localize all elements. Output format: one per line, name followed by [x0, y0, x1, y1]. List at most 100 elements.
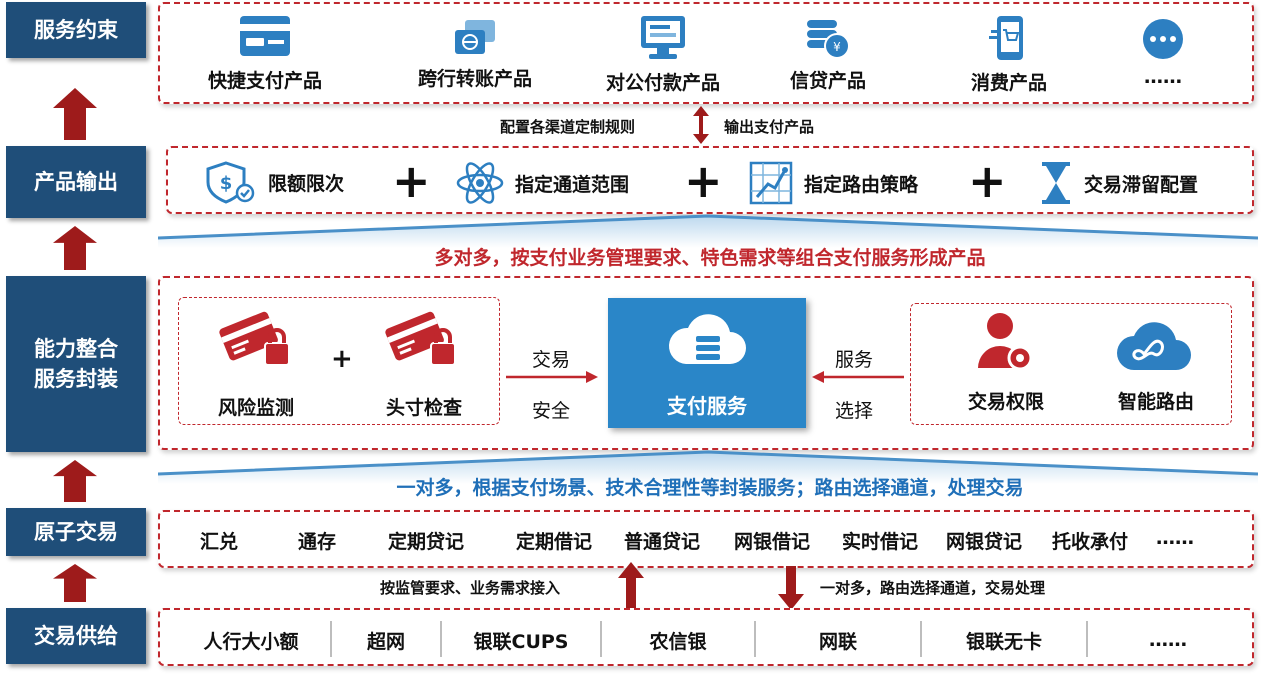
route-map-icon: [749, 161, 793, 205]
atomic-item: 网银借记: [734, 531, 811, 553]
config-label: 指定路由策略: [804, 173, 919, 196]
user-gear-icon: [978, 313, 1033, 371]
atomic-item: 通存: [298, 531, 337, 553]
plus-sign: +: [684, 154, 723, 208]
left-arrow: [812, 371, 904, 383]
config-routing-strategy: 指定路由策略: [748, 160, 918, 206]
product-label: 对公付款产品: [605, 72, 720, 94]
atomic-item: 定期贷记: [388, 531, 465, 553]
atom-network-icon: [456, 162, 504, 204]
product-interbank-transfer: 跨行转账产品: [400, 18, 550, 91]
product-label: 快捷支付产品: [207, 70, 322, 92]
product-more: ……: [1088, 18, 1238, 88]
shield-money-icon: $: [206, 161, 255, 204]
card-lock-icon: [385, 311, 456, 366]
config-rules-text: 配置各渠道定制规则: [500, 118, 636, 136]
channel-item: 网联: [818, 630, 857, 653]
cloud-server-icon: [668, 314, 746, 364]
config-retention: 交易滞留配置: [1038, 160, 1198, 206]
channel-item: 人行大小额: [203, 630, 299, 653]
layer-label-capability-line2: 服务封装: [34, 367, 118, 391]
layer-label-service-constraint: 服务约束: [6, 2, 146, 58]
credit-card-icon: [240, 16, 290, 56]
channel-item: ……: [1149, 629, 1187, 651]
layer-label-atomic-transaction: 原子交易: [6, 508, 146, 556]
config-channel-scope: 指定通道范围: [455, 160, 629, 206]
atomic-item: 托收承付: [1052, 531, 1129, 553]
atomic-item: 实时借记: [842, 531, 919, 553]
up-arrow-1: [53, 88, 97, 140]
svg-text:¥: ¥: [833, 40, 841, 54]
risk-monitor-label: 风险监测: [217, 397, 294, 419]
payment-service-label: 支付服务: [667, 394, 747, 418]
blue-band-top: [158, 214, 1258, 248]
right-flow-bottom: 选择: [835, 400, 874, 422]
up-arrow-small: [618, 562, 644, 608]
svg-text:$: $: [220, 173, 233, 194]
product-label: ……: [1144, 66, 1182, 88]
access-requirement-text: 按监管要求、业务需求接入: [380, 579, 561, 597]
channel-separator: [754, 621, 756, 657]
channels-box: [158, 608, 1254, 666]
product-label: 信贷产品: [789, 70, 866, 92]
integration-title: 多对多，按支付业务管理要求、特色需求等组合支付服务形成产品: [434, 247, 986, 269]
up-arrow-2: [53, 226, 97, 270]
channel-item: 超网: [366, 630, 405, 653]
product-quick-pay: 快捷支付产品: [190, 14, 340, 93]
layer-label-product-output: 产品输出: [6, 146, 146, 218]
channel-separator: [1086, 621, 1088, 657]
payment-service-core: 支付服务: [608, 298, 806, 428]
configs-box: [166, 146, 1254, 214]
config-limit: $ 限额限次: [202, 160, 344, 204]
atomic-box: [158, 510, 1254, 568]
channel-separator: [440, 621, 442, 657]
double-arrow-icon: [693, 106, 709, 144]
transaction-permission-item: [976, 310, 1034, 378]
atomic-title: 一对多，根据支付场景、技术合理性等封装服务；路由选择通道，处理交易: [396, 477, 1024, 499]
output-products-text: 输出支付产品: [724, 118, 815, 136]
transaction-permission-label: 交易权限: [967, 391, 1044, 413]
plus-sign: +: [331, 344, 353, 374]
product-label: 消费产品: [970, 72, 1047, 94]
atomic-item: 网银贷记: [946, 531, 1023, 553]
layer-label-capability-line1: 能力整合: [34, 336, 118, 361]
layer-label-capability-integration: 能力整合 服务封装: [6, 276, 146, 452]
left-flow-bottom: 安全: [532, 400, 571, 422]
smart-routing-item: [1116, 316, 1192, 378]
config-label: 指定通道范围: [515, 173, 630, 196]
atomic-item: 汇兑: [200, 531, 239, 553]
plus-sign: +: [392, 154, 431, 208]
product-corporate-payment: 对公付款产品: [588, 14, 738, 95]
atomic-item: 普通贷记: [624, 531, 701, 553]
down-arrow-small: [778, 566, 804, 610]
config-label: 交易滞留配置: [1084, 173, 1199, 196]
atomic-item: ……: [1156, 527, 1194, 549]
channel-separator: [330, 621, 332, 657]
right-arrow: [506, 371, 598, 383]
more-dots-icon: [1143, 19, 1183, 59]
atomic-item: 定期借记: [516, 531, 593, 553]
blue-band-bottom: [158, 450, 1258, 484]
products-box: [158, 2, 1254, 104]
hourglass-icon: [1042, 162, 1070, 204]
cloud-infinity-icon: [1117, 322, 1191, 370]
config-label: 限额限次: [268, 172, 345, 195]
transfer-card-icon: [455, 20, 495, 54]
routing-processing-text: 一对多，路由选择通道，交易处理: [820, 579, 1046, 597]
layer-label-transaction-supply: 交易供给: [6, 608, 146, 664]
card-lock-icon: [219, 311, 290, 366]
position-check-label: 头寸检查: [385, 397, 462, 419]
smart-routing-label: 智能路由: [1117, 391, 1194, 413]
up-arrow-4: [53, 564, 97, 602]
left-flow-top: 交易: [532, 349, 571, 371]
product-consumer: 消费产品: [934, 14, 1084, 95]
channel-separator: [920, 621, 922, 657]
channel-item: 银联CUPS: [473, 630, 569, 653]
product-label: 跨行转账产品: [417, 68, 532, 90]
mobile-cart-icon: [989, 16, 1023, 60]
channel-item: 银联无卡: [965, 630, 1042, 653]
position-check-item: [378, 307, 466, 373]
channel-separator: [600, 621, 602, 657]
risk-monitor-item: [212, 307, 300, 373]
product-credit: ¥ 信贷产品: [753, 18, 903, 93]
